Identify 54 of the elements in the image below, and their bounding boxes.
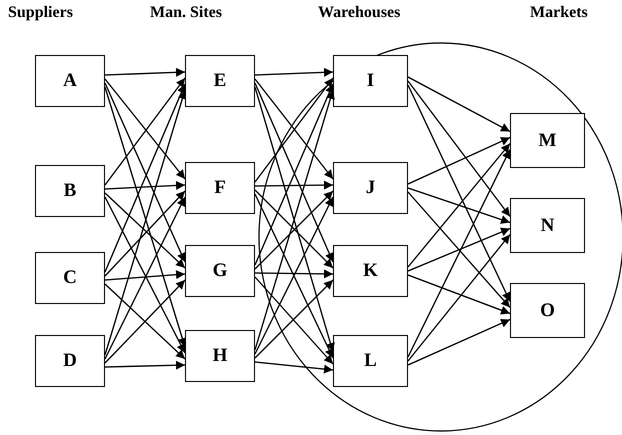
node-box <box>510 113 585 168</box>
arrow <box>254 361 334 374</box>
arrow <box>255 180 333 190</box>
node-box <box>333 245 408 297</box>
node-box <box>185 55 255 107</box>
arrow <box>104 68 186 77</box>
arrow <box>408 143 510 268</box>
node-label: L <box>364 350 377 372</box>
arrow <box>408 234 510 362</box>
node-label: K <box>363 260 378 282</box>
arrow <box>407 80 511 217</box>
arrow <box>408 76 510 132</box>
node-label: M <box>538 130 556 152</box>
node-box <box>185 330 255 382</box>
node-box <box>333 55 408 107</box>
node-label: H <box>212 345 228 367</box>
node-label: F <box>214 177 226 199</box>
arrow <box>408 318 510 366</box>
node-label: D <box>63 350 77 372</box>
node-box <box>510 198 585 253</box>
node-label: C <box>63 267 77 289</box>
arrow <box>104 360 186 370</box>
node-label: N <box>540 214 554 236</box>
arrow <box>408 192 510 308</box>
arrow <box>408 228 510 272</box>
arrow <box>407 84 511 302</box>
node-box <box>35 55 105 107</box>
node-box <box>333 335 408 387</box>
arrow <box>407 149 511 358</box>
node-box <box>35 165 105 217</box>
node-label: G <box>212 260 228 282</box>
column-header: Markets <box>530 4 588 22</box>
node-box <box>185 245 255 297</box>
node-label: O <box>540 300 555 322</box>
node-box <box>333 162 408 214</box>
node-label: J <box>366 177 376 199</box>
column-header: Warehouses <box>318 4 400 22</box>
arrow <box>104 180 186 190</box>
node-label: E <box>214 70 226 92</box>
arrow <box>408 136 510 185</box>
arrow <box>255 269 333 278</box>
node-label: I <box>366 70 374 92</box>
node-label: A <box>63 70 77 92</box>
column-header: Suppliers <box>8 4 73 22</box>
arrow <box>408 274 510 315</box>
arrow <box>254 68 334 77</box>
node-box <box>510 283 585 338</box>
node-box <box>35 335 105 387</box>
arrow <box>408 187 510 224</box>
arrow <box>104 270 186 281</box>
column-header: Man. Sites <box>150 4 222 22</box>
node-box <box>185 162 255 214</box>
node-label: B <box>64 180 76 202</box>
node-box <box>35 252 105 304</box>
